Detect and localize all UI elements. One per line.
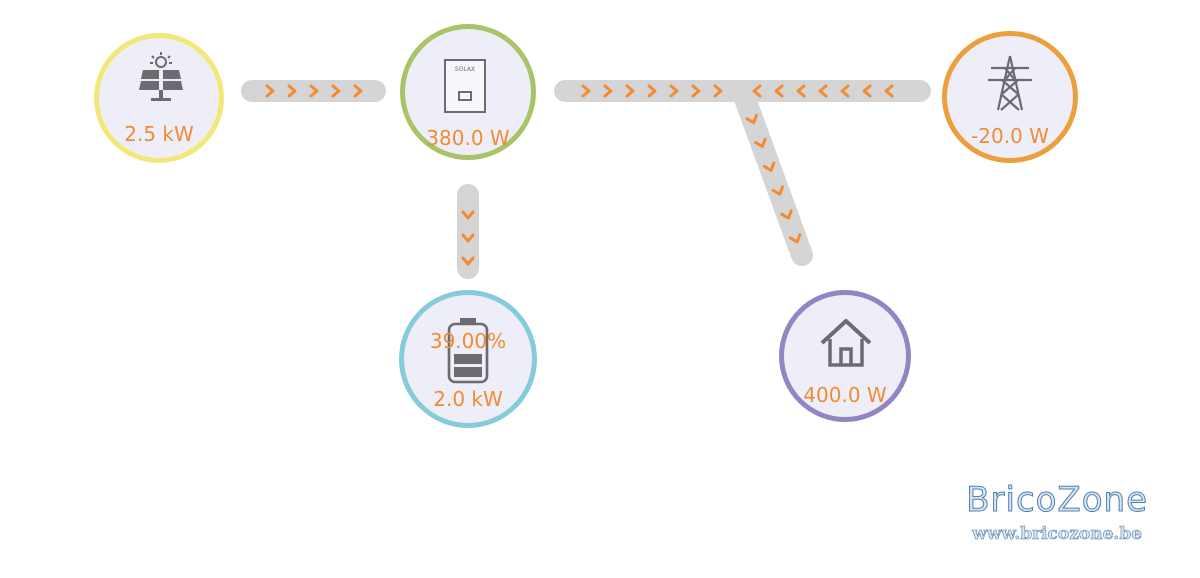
solar-power-value: 2.5 kW [124, 122, 194, 146]
battery-power-value: 2.0 kW [433, 387, 503, 411]
flow-arrow-inverter-to-battery [461, 233, 475, 243]
flow-line-to-home [733, 85, 813, 266]
flow-arrow-solar-to-inverter [265, 84, 275, 98]
flow-arrow-solar-to-inverter [353, 84, 363, 98]
solar-node[interactable]: 2.5 kW [94, 33, 224, 163]
flow-arrow-to-home [788, 233, 802, 244]
flow-arrow-grid-to-home [796, 84, 806, 98]
flow-arrow-inverter-to-home [669, 84, 679, 98]
inverter-icon: SOLAX [444, 59, 486, 113]
home-icon [820, 319, 872, 367]
flow-arrow-inverter-to-home [647, 84, 657, 98]
flow-arrow-inverter-to-home [603, 84, 613, 98]
bricozone-watermark: BricoZone www.bricozone.be [966, 480, 1148, 545]
home-power-value: 400.0 W [803, 383, 887, 407]
solar-panel-icon [139, 52, 183, 101]
flow-arrow-to-home [745, 113, 758, 125]
inverter-power-value: 380.0 W [426, 126, 510, 150]
power-pylon-icon [988, 55, 1032, 111]
flow-arrow-solar-to-inverter [309, 84, 319, 98]
watermark-name: BricoZone [966, 480, 1148, 521]
grid-node[interactable]: -20.0 W [942, 31, 1078, 163]
flow-arrow-solar-to-inverter [331, 84, 341, 98]
flow-arrow-to-home [754, 137, 767, 149]
home-node[interactable]: 400.0 W [779, 290, 911, 422]
flow-arrow-inverter-to-battery [461, 210, 475, 220]
flow-arrow-to-home [762, 161, 776, 172]
flow-arrow-inverter-to-home [581, 84, 591, 98]
flow-arrow-inverter-to-home [691, 84, 701, 98]
flow-arrow-grid-to-home [840, 84, 850, 98]
battery-soc-value: 39.00% [429, 329, 507, 353]
inverter-brand-label: SOLAX [455, 66, 475, 73]
flow-arrow-to-home [780, 209, 793, 220]
flow-arrow-grid-to-home [884, 84, 894, 98]
flow-arrow-grid-to-home [774, 84, 784, 98]
flow-arrow-solar-to-inverter [287, 84, 297, 98]
flow-arrow-grid-to-home [752, 84, 762, 98]
flow-arrow-to-home [771, 185, 784, 196]
inverter-node[interactable]: SOLAX 380.0 W [400, 24, 536, 160]
flow-arrow-inverter-to-home [713, 84, 723, 98]
flow-arrow-grid-to-home [818, 84, 828, 98]
flow-arrow-inverter-to-home [625, 84, 635, 98]
watermark-url: www.bricozone.be [972, 524, 1143, 545]
battery-icon [447, 318, 489, 384]
flow-arrow-grid-to-home [862, 84, 872, 98]
flow-arrow-inverter-to-battery [461, 256, 475, 266]
battery-node[interactable]: 39.00% 2.0 kW [399, 290, 537, 428]
grid-power-value: -20.0 W [971, 124, 1049, 148]
